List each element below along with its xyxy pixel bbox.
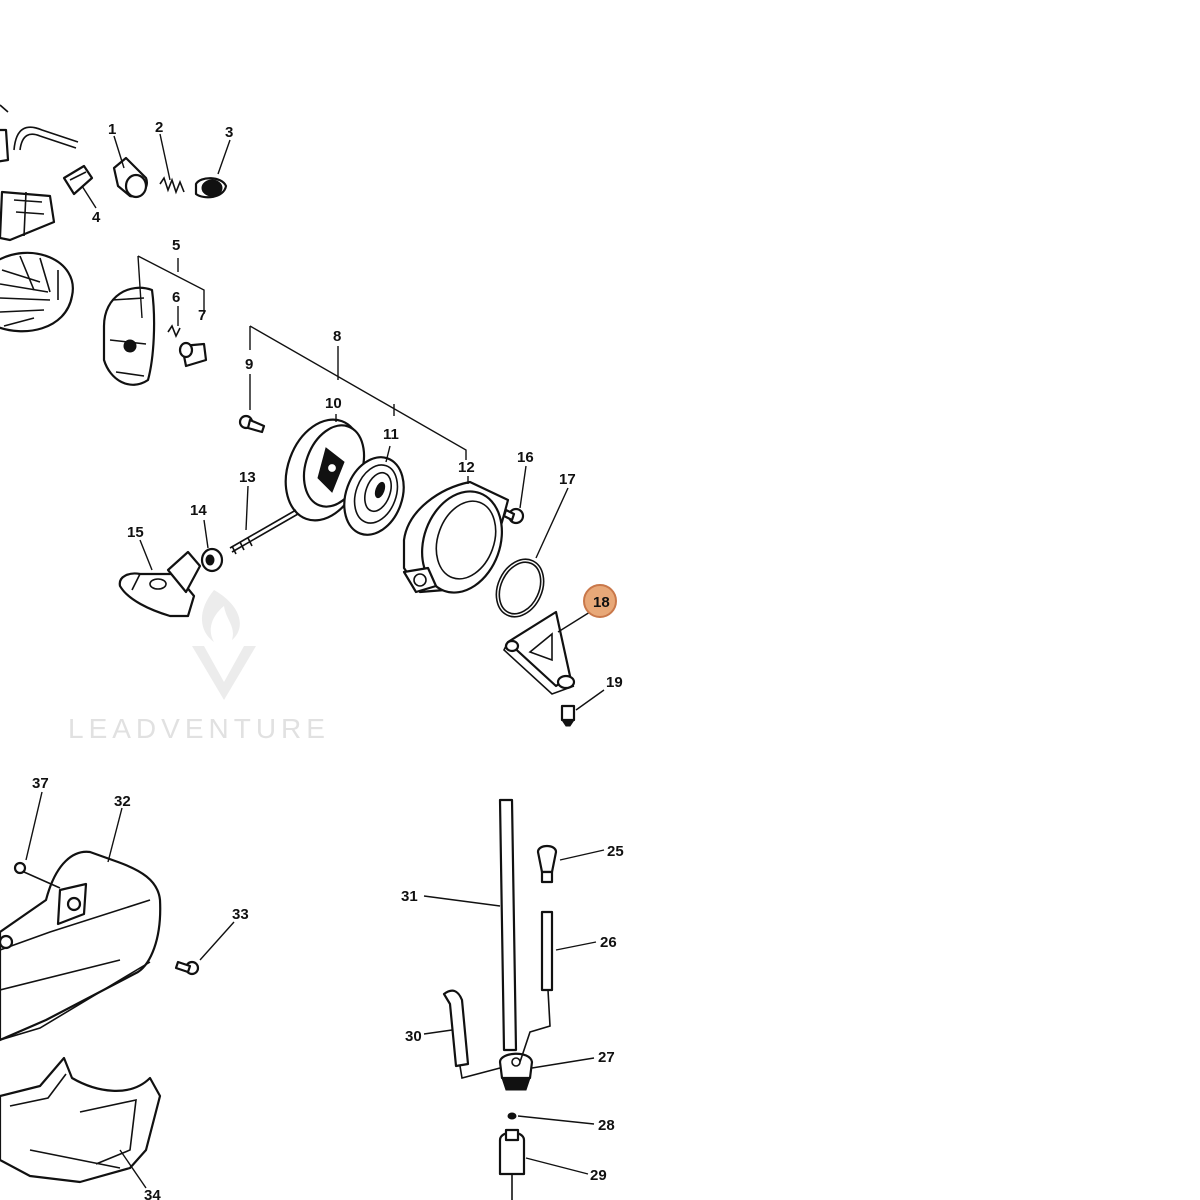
label-part-32: 32 [114, 793, 131, 810]
engine-fragment-top [0, 104, 79, 333]
label-part-25: 25 [607, 843, 624, 860]
label-part-2: 2 [155, 119, 163, 136]
part-14-bushing [200, 547, 224, 573]
label-part-9: 9 [245, 356, 253, 373]
label-part-28: 28 [598, 1117, 615, 1134]
label-part-15: 15 [127, 524, 144, 541]
part-6-spring [167, 324, 181, 338]
part-18-bracket [503, 610, 576, 695]
label-part-6: 6 [172, 289, 180, 306]
part-17-ring [495, 558, 545, 618]
label-part-14: 14 [190, 502, 207, 519]
part-25-cap [536, 844, 558, 884]
label-part-33: 33 [232, 906, 249, 923]
part-34-gasket [0, 1056, 162, 1184]
label-part-26: 26 [600, 934, 617, 951]
part-33-screw [174, 960, 200, 976]
part-28-washer [507, 1112, 517, 1120]
part-number-labels: 1 2 3 4 5 6 7 8 9 10 11 12 13 14 15 16 1… [32, 119, 624, 1200]
label-part-34: 34 [144, 1187, 161, 1200]
label-part-31: 31 [401, 888, 418, 905]
label-part-30: 30 [405, 1028, 422, 1045]
part-26-hose [540, 910, 554, 992]
leader-lines [25, 133, 605, 1189]
label-part-27: 27 [598, 1049, 615, 1066]
label-part-11: 11 [383, 426, 399, 443]
part-31-tube [498, 798, 518, 1052]
label-part-3: 3 [225, 124, 233, 141]
label-part-12: 12 [458, 459, 475, 476]
label-part-13: 13 [239, 469, 256, 486]
label-part-7: 7 [198, 307, 206, 324]
part-4-clip [62, 164, 94, 196]
part-3-terminal [194, 177, 228, 199]
part-16-screw [502, 507, 525, 525]
part-15-handle [118, 550, 202, 618]
part-11-recoil-spring [343, 456, 405, 536]
part-7-pawl [178, 341, 208, 368]
part-13-shaft [229, 509, 299, 555]
label-part-1: 1 [108, 121, 116, 138]
watermark: LEADVENTURE [68, 590, 330, 744]
label-part-4: 4 [92, 209, 101, 226]
label-part-37: 37 [32, 775, 49, 792]
watermark-text: LEADVENTURE [68, 713, 330, 744]
label-part-16: 16 [517, 449, 534, 466]
label-part-5: 5 [172, 237, 180, 254]
part-30-hose [442, 989, 470, 1068]
label-part-19: 19 [606, 674, 623, 691]
part-1-boot [112, 156, 148, 199]
highlight-marker-18 [583, 584, 617, 618]
part-19-bolt [560, 704, 576, 727]
part-9-screw [238, 414, 266, 434]
part-27-filter-body [498, 1052, 534, 1091]
label-part-8: 8 [333, 328, 341, 345]
fuel-line-connectors [459, 989, 551, 1079]
part-12-starter-housing [402, 480, 510, 594]
label-part-10: 10 [325, 395, 342, 412]
part-2-spring [159, 176, 185, 195]
part-29-filter [498, 1128, 526, 1200]
part-37-grommet [13, 861, 61, 889]
part-32-fuel-tank [0, 850, 162, 1042]
label-part-18: 18 [593, 594, 610, 611]
label-part-29: 29 [590, 1167, 607, 1184]
part-5-pawl-carrier [102, 286, 156, 386]
label-part-17: 17 [559, 471, 576, 488]
